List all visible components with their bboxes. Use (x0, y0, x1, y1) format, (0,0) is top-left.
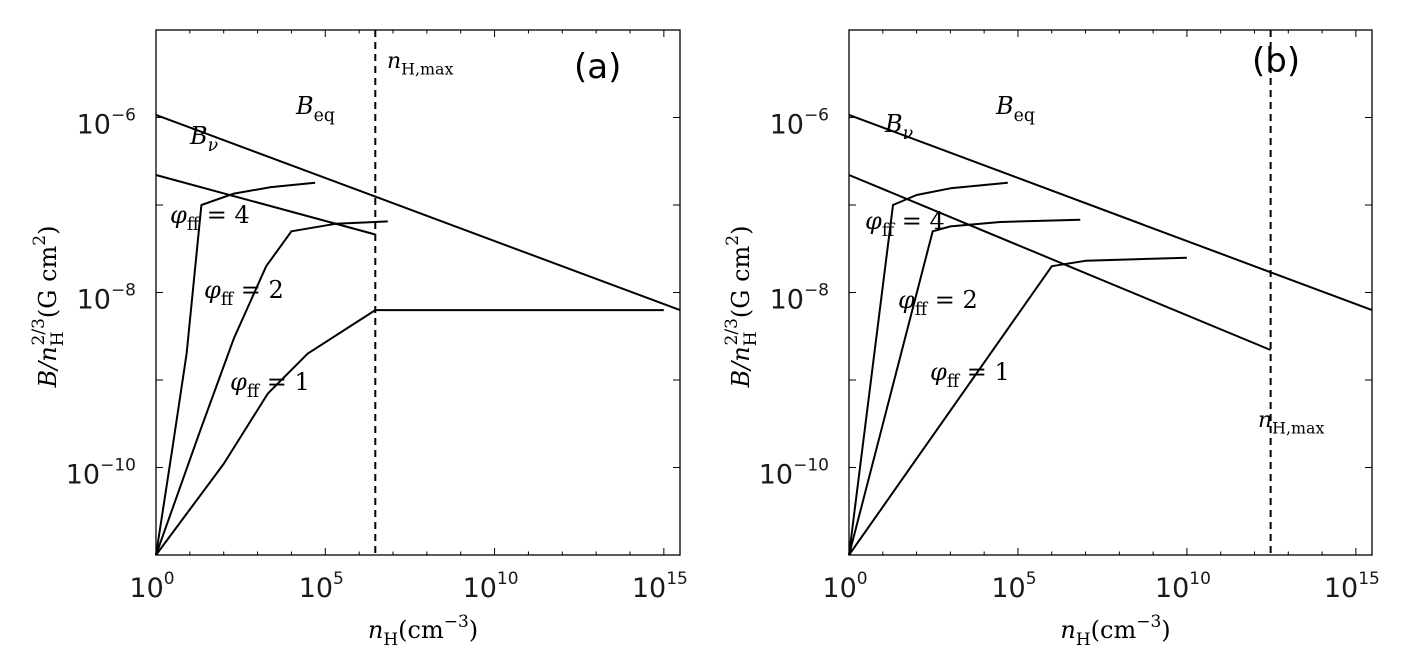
curve-1 (155, 113, 681, 312)
curve-label-3: φff = 4 (170, 201, 250, 235)
x-tick-label: 1015 (1324, 569, 1380, 604)
y-tick-label: 10−6 (77, 106, 136, 141)
x-tick-label: 105 (991, 569, 1036, 604)
y-axis-label: B/nH2/3(G cm2) (722, 226, 761, 389)
x-axis-label: nH(cm−3) (368, 612, 478, 650)
curve-3 (848, 181, 1008, 556)
panel-letter: (b) (1252, 41, 1300, 81)
y-tick-label: 10−10 (66, 456, 136, 491)
y-tick-label: 10−8 (770, 281, 829, 316)
curve-label-4: φff = 2 (204, 276, 284, 310)
curve-label-5: φff = 1 (930, 358, 1010, 392)
nh-max-label: nH,max (1258, 408, 1324, 438)
panel-letter: (a) (574, 47, 621, 87)
curve-label-3: φff = 4 (865, 207, 945, 241)
y-axis-label: B/nH2/3(G cm2) (29, 226, 68, 389)
curve-label-2: Bν (189, 122, 219, 156)
curve-label-1: Beq (995, 92, 1035, 126)
curve-3 (155, 181, 316, 556)
nh-max-label: nH,max (387, 49, 453, 79)
x-tick-label: 1010 (463, 569, 519, 604)
x-axis-label: nH(cm−3) (1060, 612, 1170, 650)
curve-5 (848, 256, 1187, 556)
x-tick-label: 100 (822, 569, 867, 604)
curve-2 (848, 174, 1271, 351)
y-tick-label: 10−8 (77, 281, 136, 316)
curve-1 (848, 113, 1373, 312)
curve-label-1: Beq (295, 92, 335, 126)
curve-5 (155, 309, 664, 556)
curve-4 (848, 218, 1081, 556)
curve-label-4: φff = 2 (898, 286, 978, 320)
y-tick-label: 10−6 (770, 106, 829, 141)
x-tick-label: 105 (299, 569, 344, 604)
x-tick-label: 100 (129, 569, 174, 604)
x-tick-label: 1015 (632, 569, 688, 604)
y-tick-label: 10−10 (759, 456, 829, 491)
x-tick-label: 1010 (1155, 569, 1211, 604)
curve-label-2: Bν (884, 110, 914, 144)
curve-label-5: φff = 1 (230, 368, 310, 402)
curve-4 (155, 220, 388, 556)
